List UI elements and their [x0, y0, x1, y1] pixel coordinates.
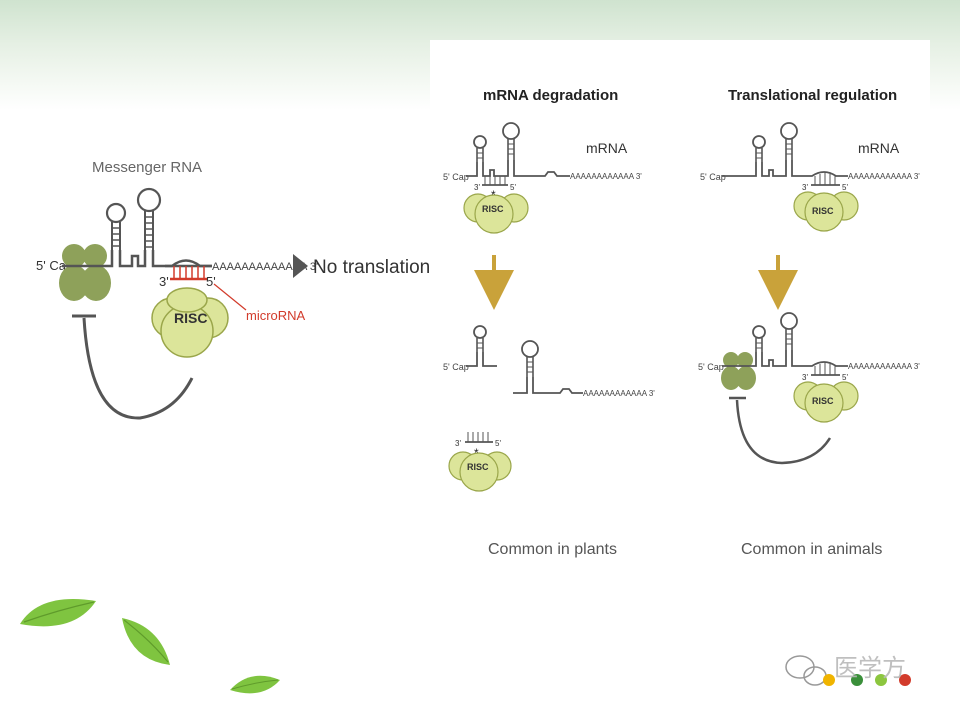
ribosome-icon [721, 352, 756, 390]
dot-icon [875, 674, 887, 686]
hairpin-loop-icon [473, 325, 487, 352]
risc-complex [448, 451, 512, 492]
mrna-strand [466, 160, 570, 177]
cap-label: 5' Cap [443, 362, 469, 372]
leaf-decoration [20, 599, 280, 694]
poly-a-tail: AAAAAAAAAAAA 3' [848, 362, 920, 371]
translational-column: Translational regulation mRNA 5' Cap AAA… [698, 87, 920, 558]
risc-complex [463, 193, 529, 234]
mrna-fragment-3prime [513, 377, 583, 394]
degradation-title: mRNA degradation [483, 87, 618, 104]
cap-label: 5' Cap [698, 362, 724, 372]
microrna-duplex [465, 432, 493, 443]
inhibition-arc-icon [729, 396, 832, 465]
risc-label: RISC [812, 206, 834, 216]
hairpin-loop-icon [752, 135, 766, 162]
microrna-duplex [811, 362, 840, 376]
three-prime-label: 3' [455, 439, 461, 448]
right-panel-background [430, 40, 930, 585]
ribosome-icon [59, 244, 111, 301]
inhibition-arc-icon [72, 314, 194, 420]
microrna-duplex [170, 266, 208, 281]
risc-label: RISC [174, 310, 207, 326]
hairpin-loop-icon [105, 202, 127, 250]
dot-icon [823, 674, 835, 686]
hairpin-loop-icon [136, 187, 162, 250]
risc-complex [793, 381, 859, 423]
five-prime-label: 5' [495, 439, 501, 448]
mrna-label: mRNA [858, 140, 900, 156]
three-prime-label: 3' [159, 274, 169, 289]
risc-label: RISC [467, 462, 489, 472]
three-prime-label: 3' [802, 373, 808, 382]
risc-complex [151, 287, 229, 358]
microrna-duplex [482, 176, 508, 186]
poly-a-tail: AAAAAAAAAAAAA 3' [212, 261, 318, 273]
wechat-icon [785, 655, 827, 686]
dot-icon [899, 674, 911, 686]
leaf-icon [122, 618, 170, 665]
watermark-logo: 医学方 [785, 655, 911, 686]
hairpin-loop-icon [473, 135, 487, 162]
leaf-icon [20, 599, 96, 627]
hairpin-loop-icon [780, 122, 798, 160]
degradation-column: mRNA degradation mRNA 5' Cap AAAAAAAAAAA [443, 87, 655, 558]
messenger-rna-label: Messenger RNA [92, 159, 202, 176]
hairpin-loop-icon [521, 340, 539, 377]
arrow-right-icon [293, 254, 308, 278]
degradation-caption: Common in plants [488, 541, 617, 558]
cap-label: 5' Cap [700, 172, 726, 182]
mrna-strand [722, 350, 848, 367]
risc-complex [793, 191, 859, 232]
dot-icon [851, 674, 863, 686]
three-prime-label: 3' [474, 183, 480, 192]
five-prime-label: 5' [206, 274, 216, 289]
mrna-strand [722, 160, 848, 177]
risc-label: RISC [812, 396, 834, 406]
watermark-text: 医学方 [834, 655, 906, 682]
cap-label: 5' Cap [443, 172, 469, 182]
mrna-fragment-5prime [466, 352, 497, 367]
translational-caption: Common in animals [741, 541, 882, 558]
hairpin-loop-icon [502, 122, 520, 160]
poly-a-tail: AAAAAAAAAAAA 3' [583, 389, 655, 398]
risc-label: RISC [482, 204, 504, 214]
poly-a-tail: AAAAAAAAAAAA 3' [848, 172, 920, 181]
left-diagram: Messenger RNA 5' Cap [36, 159, 430, 420]
five-prime-label: 5' [510, 183, 516, 192]
five-prime-label: 5' [842, 373, 848, 382]
microrna-duplex [811, 172, 840, 186]
translational-title: Translational regulation [728, 87, 897, 104]
microrna-label: microRNA [246, 308, 306, 323]
hairpin-loop-icon [780, 312, 798, 350]
mrna-label: mRNA [586, 140, 628, 156]
poly-a-tail: AAAAAAAAAAAA 3' [570, 172, 642, 181]
three-prime-label: 3' [802, 183, 808, 192]
hairpin-loop-icon [752, 325, 766, 352]
leaf-icon [230, 675, 280, 694]
five-prime-label: 5' [842, 183, 848, 192]
no-translation-label: No translation [313, 257, 430, 278]
